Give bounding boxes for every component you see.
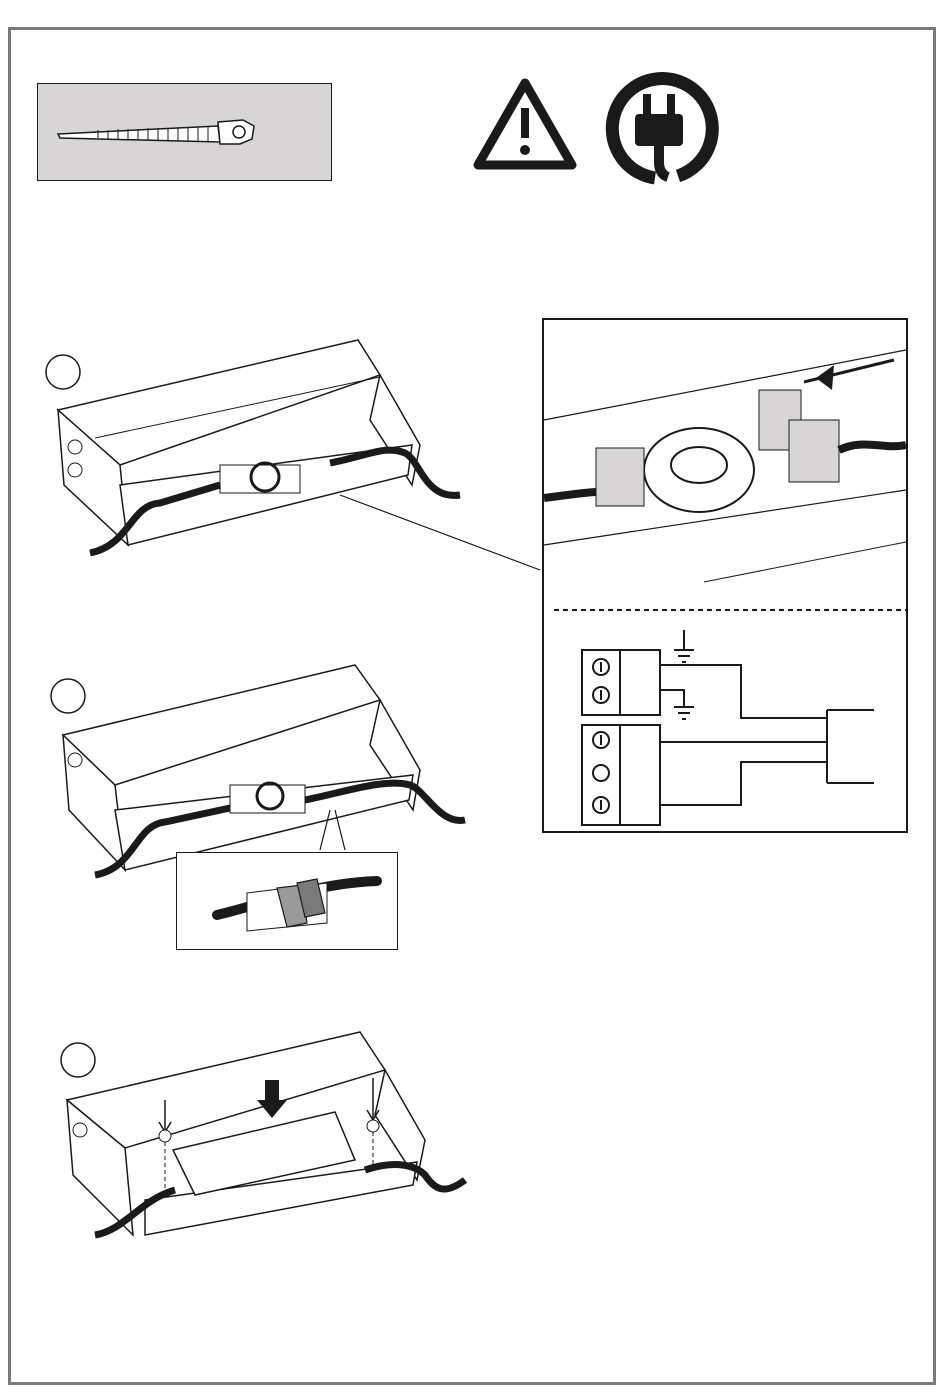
cable-tie-detail-box bbox=[176, 852, 398, 950]
ground-symbol-icon bbox=[674, 707, 694, 719]
parts-box bbox=[37, 83, 332, 181]
transformer-closeup bbox=[544, 320, 906, 610]
detail-panel bbox=[542, 318, 908, 833]
warning-triangle-icon bbox=[470, 75, 580, 175]
step-circle-icon bbox=[51, 679, 85, 713]
cable-tie-icon bbox=[38, 84, 333, 182]
ground-symbol-icon bbox=[674, 630, 694, 662]
step-circle-icon bbox=[46, 355, 80, 389]
wiring-schematic bbox=[544, 615, 906, 835]
step-circle-icon bbox=[61, 1043, 95, 1077]
cable-tie-detail-icon bbox=[177, 853, 399, 951]
power-plug-icon bbox=[600, 74, 720, 186]
step-3-illustration bbox=[45, 1030, 485, 1250]
step-1-illustration bbox=[40, 335, 480, 565]
